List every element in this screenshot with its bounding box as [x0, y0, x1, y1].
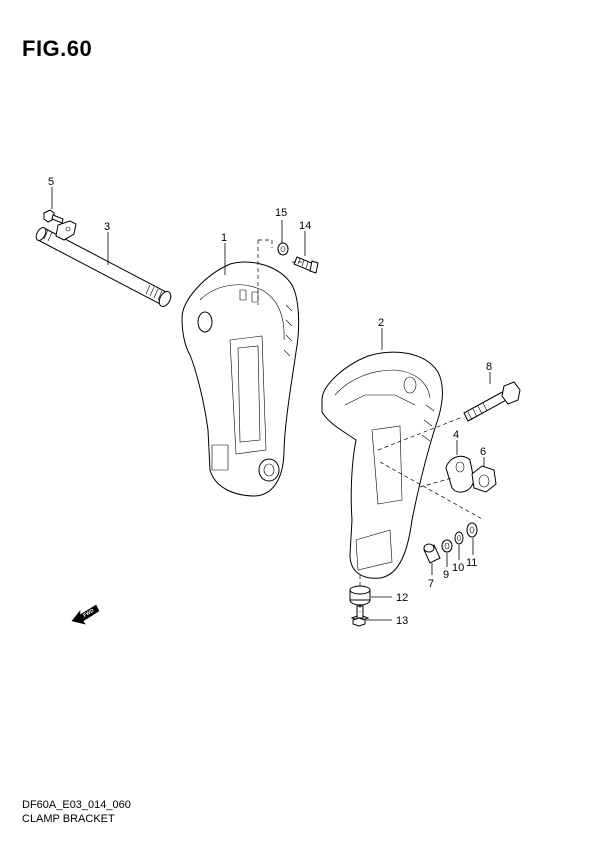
part-15-washer[interactable] [277, 242, 289, 256]
part-5-bolt[interactable] [43, 209, 64, 224]
callout-leaders [51, 187, 491, 621]
callout-11: 11 [466, 557, 477, 569]
callout-15: 15 [275, 207, 287, 219]
figure-name: CLAMP BRACKET [22, 813, 115, 825]
callout-3: 3 [104, 221, 110, 233]
figure-code: DF60A_E03_014_060 [22, 799, 131, 811]
callout-6: 6 [480, 446, 486, 458]
callout-9: 9 [443, 569, 449, 581]
fwd-label: FWD [82, 608, 95, 619]
part-8-bolt[interactable] [463, 381, 521, 422]
callout-2: 2 [378, 317, 384, 329]
part-1-clamp-bracket[interactable] [181, 261, 300, 497]
callout-1: 1 [221, 232, 227, 244]
part-7-bushing[interactable] [423, 543, 441, 564]
part-3-clamp-shaft[interactable] [34, 220, 173, 308]
figure-title: FIG.60 [22, 36, 93, 61]
callout-12: 12 [396, 592, 408, 604]
callout-5: 5 [48, 176, 54, 188]
part-4-plate[interactable] [445, 455, 475, 493]
part-14-bolt[interactable] [293, 256, 319, 274]
callout-7: 7 [428, 578, 434, 590]
callout-4: 4 [453, 429, 459, 441]
callout-14: 14 [299, 220, 311, 232]
part-13-bolt[interactable] [350, 605, 370, 627]
assembly-lines [257, 239, 485, 612]
callout-8: 8 [486, 361, 492, 373]
fwd-arrow-icon: FWD [71, 604, 100, 625]
part-10-washer[interactable] [454, 531, 464, 545]
part-12-stopper[interactable] [349, 585, 371, 606]
part-6-nut[interactable] [471, 465, 497, 493]
part-2-clamp-bracket[interactable] [321, 351, 443, 579]
part-9-collar[interactable] [441, 539, 453, 553]
callout-13: 13 [396, 615, 408, 627]
part-11-washer[interactable] [466, 522, 478, 538]
callout-10: 10 [452, 562, 464, 574]
callout-labels: 5 3 1 15 14 2 8 4 6 7 9 10 11 12 13 [48, 176, 492, 627]
